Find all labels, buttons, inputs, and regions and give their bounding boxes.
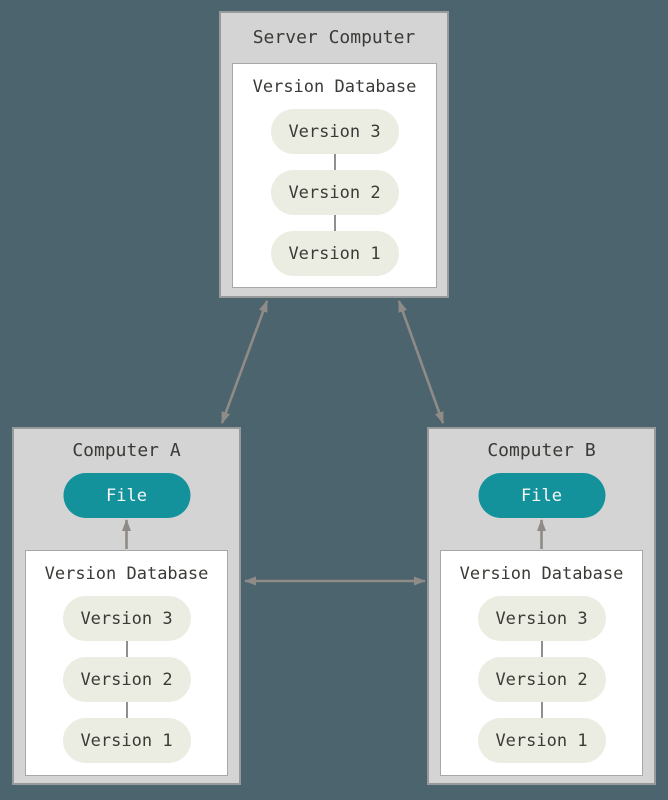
version-pill: Version 1 xyxy=(477,718,606,763)
pill-connector-line xyxy=(540,702,543,718)
pill-connector-line xyxy=(333,154,336,170)
computer-b-version-database-panel: Version Database Version 3 Version 2 Ver… xyxy=(440,550,643,776)
version-pill: Version 3 xyxy=(62,596,191,641)
version-database-label: Version Database xyxy=(44,564,209,584)
pill-connector-line xyxy=(125,641,128,657)
version-database-label: Version Database xyxy=(459,564,624,584)
edge-server-to-computer-b xyxy=(397,300,445,424)
pill-connector-line xyxy=(540,641,543,657)
server-version-database-panel: Version Database Version 3 Version 2 Ver… xyxy=(232,63,437,288)
version-pill: Version 2 xyxy=(270,170,399,215)
node-server-computer: Server Computer Version Database Version… xyxy=(219,11,449,298)
computer-b-file-pill: File xyxy=(478,473,605,518)
pill-connector-line xyxy=(333,215,336,231)
computer-a-version-database-panel: Version Database Version 3 Version 2 Ver… xyxy=(25,550,228,776)
pill-connector-line xyxy=(125,702,128,718)
node-computer-b: Computer B File Version Database Version… xyxy=(427,427,656,785)
version-pill: Version 1 xyxy=(62,718,191,763)
version-database-label: Version Database xyxy=(252,77,417,97)
server-computer-title: Server Computer xyxy=(252,27,416,48)
node-computer-a: Computer A File Version Database Version… xyxy=(12,427,241,785)
computer-b-title: Computer B xyxy=(487,440,596,461)
version-pill: Version 3 xyxy=(477,596,606,641)
edge-server-to-computer-a xyxy=(220,300,269,424)
computer-a-file-pill: File xyxy=(63,473,190,518)
computer-a-title: Computer A xyxy=(72,440,181,461)
version-pill: Version 1 xyxy=(270,231,399,276)
version-pill: Version 2 xyxy=(62,657,191,702)
version-pill: Version 3 xyxy=(270,109,399,154)
version-pill: Version 2 xyxy=(477,657,606,702)
